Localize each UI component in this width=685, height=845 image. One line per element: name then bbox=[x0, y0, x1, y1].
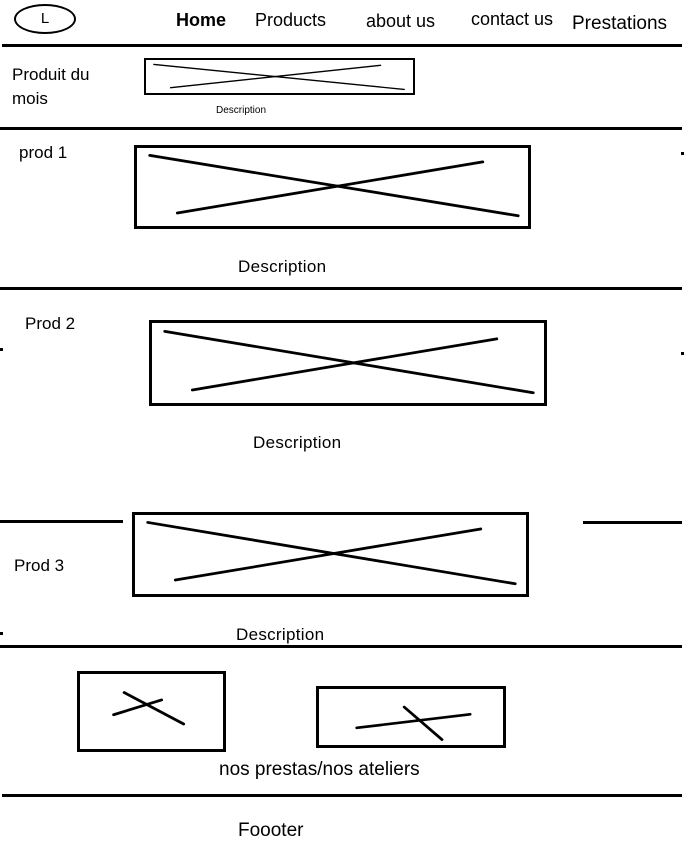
footer-divider bbox=[2, 794, 682, 797]
nav-products[interactable]: Products bbox=[255, 10, 327, 30]
prestation-1-image-placeholder bbox=[77, 671, 226, 752]
image-placeholder-cross-icon bbox=[148, 154, 520, 218]
prestation-2-image-placeholder bbox=[316, 686, 506, 748]
logo-letter: L bbox=[40, 10, 50, 27]
prestations-caption: nos prestas/nos ateliers bbox=[219, 759, 420, 780]
image-placeholder-cross-icon bbox=[355, 705, 472, 741]
section-divider-3-left bbox=[0, 520, 123, 523]
product-1-description: Description bbox=[238, 257, 327, 276]
image-placeholder-cross-icon bbox=[112, 691, 186, 726]
section-divider-2 bbox=[0, 287, 682, 290]
product-2-name: Prod 2 bbox=[25, 314, 76, 333]
nav-about-us[interactable]: about us bbox=[366, 11, 436, 31]
image-placeholder-cross-icon bbox=[163, 329, 535, 395]
product-of-month-description: Description bbox=[216, 105, 267, 116]
product-3-name: Prod 3 bbox=[14, 556, 65, 575]
footer-text: Foooter bbox=[238, 820, 304, 841]
product-3-image-placeholder bbox=[132, 512, 529, 597]
nav-prestations[interactable]: Prestations bbox=[572, 13, 668, 34]
product-1-name: prod 1 bbox=[19, 143, 68, 162]
section-divider-4 bbox=[0, 645, 682, 648]
nav-contact-us[interactable]: contact us bbox=[471, 9, 554, 29]
section-divider-1 bbox=[0, 127, 682, 130]
product-3-description: Description bbox=[236, 625, 325, 644]
product-2-description: Description bbox=[253, 433, 342, 452]
image-placeholder-cross-icon bbox=[153, 63, 405, 91]
product-of-month-title-line2: mois bbox=[12, 89, 48, 108]
section-divider-3-right bbox=[583, 521, 682, 524]
product-of-month-image-placeholder bbox=[144, 58, 415, 95]
logo[interactable]: L bbox=[14, 4, 76, 34]
product-1-image-placeholder bbox=[134, 145, 531, 229]
image-placeholder-cross-icon bbox=[146, 521, 517, 586]
nav-home[interactable]: Home bbox=[176, 10, 227, 30]
product-of-month-title-line1: Produit du bbox=[12, 65, 90, 84]
product-2-image-placeholder bbox=[149, 320, 547, 406]
header-divider bbox=[2, 44, 682, 47]
